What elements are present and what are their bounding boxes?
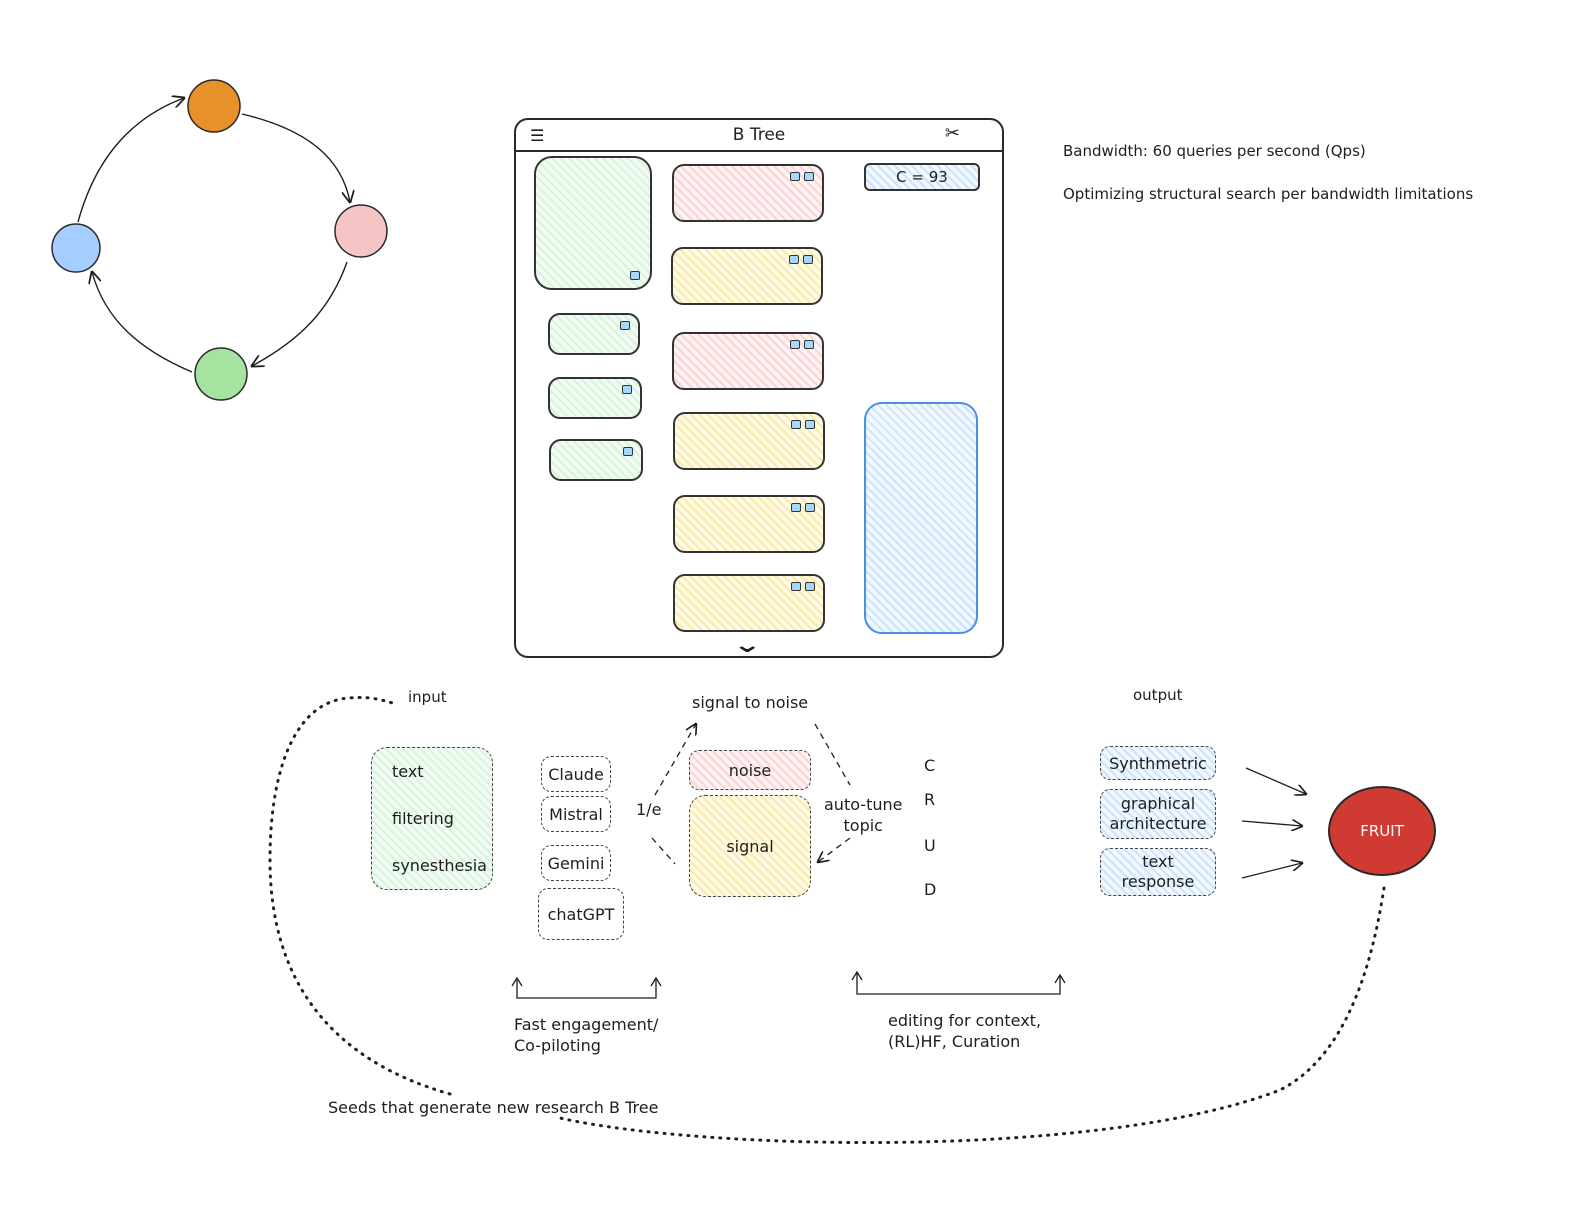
- cycle-arrow-blue-orange: [77, 98, 184, 223]
- card-yellow-4[interactable]: [673, 574, 825, 632]
- crud-r: R: [924, 790, 936, 809]
- card-green-3[interactable]: [549, 439, 643, 481]
- input-item-filtering: filtering: [392, 809, 454, 828]
- cycle-node-red: [334, 204, 388, 258]
- counter-badge: C = 93: [864, 163, 980, 191]
- cycle-arrow-green-blue: [92, 272, 193, 373]
- cycle-node-orange: [187, 79, 241, 133]
- card-icon: [791, 420, 801, 429]
- card-green-1[interactable]: [548, 313, 640, 355]
- line-noise-to-autotune: [814, 723, 851, 786]
- bandwidth-note: Bandwidth: 60 queries per second (Qps): [1063, 142, 1366, 160]
- output-text-response: text response: [1100, 848, 1216, 896]
- window-titlebar: ☰ B Tree ✂: [516, 120, 1002, 152]
- card-icon: [620, 321, 630, 330]
- output-label: output: [1133, 686, 1183, 704]
- card-red-2[interactable]: [672, 332, 824, 390]
- input-box: text filtering synesthesia: [371, 747, 493, 890]
- hamburger-icon[interactable]: ☰: [530, 126, 545, 145]
- card-icon: [804, 340, 814, 349]
- card-icon: [805, 503, 815, 512]
- model-chatgpt[interactable]: chatGPT: [538, 888, 624, 940]
- optimizing-note: Optimizing structural search per bandwid…: [1063, 185, 1474, 203]
- card-icon: [805, 420, 815, 429]
- cycle-node-blue: [51, 223, 101, 273]
- seeds-loop-dotted: [268, 696, 1386, 1145]
- crud-c: C: [924, 756, 936, 775]
- card-icon: [791, 503, 801, 512]
- auto-tune-label: auto-tune topic: [824, 795, 903, 835]
- crud-d: D: [924, 880, 937, 899]
- noise-box: noise: [689, 750, 811, 790]
- output-graphical-architecture: graphical architecture: [1100, 789, 1216, 839]
- seeds-label: Seeds that generate new research B Tree: [328, 1098, 659, 1117]
- card-icon: [789, 255, 799, 264]
- input-item-text: text: [392, 762, 424, 781]
- card-icon: [805, 582, 815, 591]
- cycle-node-green: [194, 347, 248, 401]
- editing-label: editing for context, (RL)HF, Curation: [888, 1011, 1042, 1051]
- crud-u: U: [924, 836, 936, 855]
- cycle-arrow-red-green: [252, 261, 348, 366]
- card-yellow-2[interactable]: [673, 412, 825, 470]
- chevron-down-icon[interactable]: ⌄: [732, 633, 762, 658]
- model-claude[interactable]: Claude: [541, 756, 611, 792]
- arrow-synthmetric-fruit: [1245, 767, 1306, 794]
- pipeline-arrows: [268, 696, 1386, 1145]
- input-label: input: [408, 688, 447, 706]
- signal-to-noise-label: signal to noise: [692, 693, 809, 712]
- window-title: B Tree: [732, 125, 786, 145]
- fruit-node: FRUIT: [1328, 786, 1436, 876]
- card-icon: [623, 447, 633, 456]
- card-yellow-3[interactable]: [673, 495, 825, 553]
- cycle-arrow-orange-red: [241, 113, 350, 202]
- card-icon: [790, 172, 800, 181]
- card-icon: [630, 271, 640, 280]
- inverse-e-label: 1/e: [636, 800, 662, 819]
- scissors-icon[interactable]: ✂: [944, 123, 960, 144]
- arrow-to-signal-to-noise: [654, 724, 696, 796]
- fast-engagement-label: Fast engagement/ Co-piloting: [514, 1015, 659, 1055]
- output-synthmetric: Synthmetric: [1100, 746, 1216, 780]
- card-icon: [803, 255, 813, 264]
- arrow-graphical-fruit: [1241, 821, 1302, 826]
- card-yellow-1[interactable]: [671, 247, 823, 305]
- card-icon: [622, 385, 632, 394]
- arrow-autotune-to-signal: [818, 837, 851, 862]
- card-icon: [804, 172, 814, 181]
- card-green-2[interactable]: [548, 377, 642, 419]
- card-icon: [790, 340, 800, 349]
- card-red-1[interactable]: [672, 164, 824, 222]
- cycle-diagram: [51, 79, 388, 401]
- card-blue-large[interactable]: [864, 402, 978, 634]
- signal-box: signal: [689, 795, 811, 897]
- btree-window: ☰ B Tree ✂ ⌄: [514, 118, 1004, 658]
- card-green-large[interactable]: [534, 156, 652, 290]
- line-1e-to-signal: [651, 837, 676, 865]
- model-gemini[interactable]: Gemini: [541, 845, 611, 881]
- bracket-editing: [856, 972, 1061, 995]
- model-mistral[interactable]: Mistral: [541, 796, 611, 832]
- card-icon: [791, 582, 801, 591]
- arrow-text-fruit: [1241, 863, 1302, 879]
- input-item-synesthesia: synesthesia: [392, 856, 487, 875]
- bracket-fast-engagement: [516, 978, 657, 999]
